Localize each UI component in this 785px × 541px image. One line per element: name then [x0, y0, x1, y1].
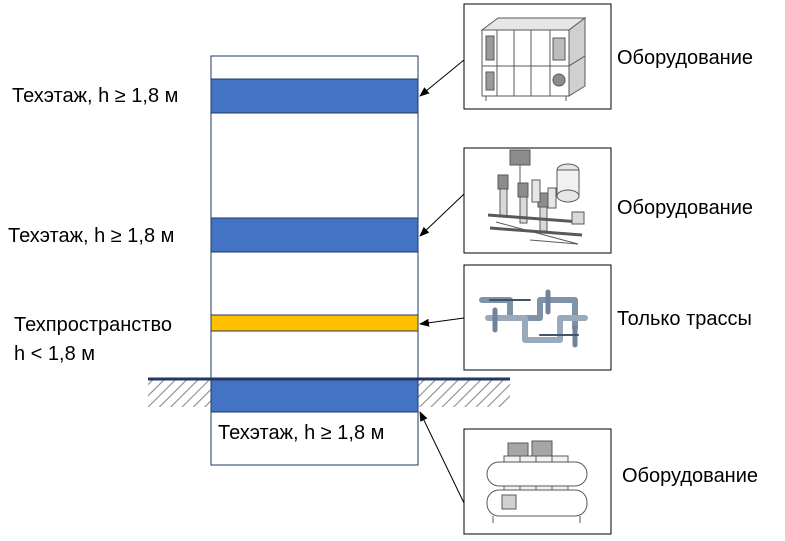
arrow-equipment-basement: [419, 411, 465, 504]
tech-floor-label-1: Техэтаж, h ≥ 1,8 м: [12, 85, 179, 107]
tech-floor-band-basement: [210, 378, 419, 413]
air-handling-unit-icon: [480, 17, 587, 101]
ground-hatch-left: [148, 380, 211, 407]
arrow-equipment-2: [419, 193, 465, 237]
pipe-routes-label: Только трассы: [617, 308, 752, 330]
tech-floor-band-1: [210, 78, 419, 114]
pipe-routes-icon: [479, 289, 588, 348]
equipment-label-basement: Оборудование: [622, 465, 759, 487]
arrow-equipment-1: [419, 59, 465, 97]
tech-floor-label-basement: Техэтаж, h ≥ 1,8 м: [218, 422, 385, 444]
pump-station-icon: [487, 149, 585, 245]
arrow-pipe-routes: [419, 317, 465, 327]
tech-space-band: [210, 314, 419, 332]
chiller-unit-icon: [486, 440, 588, 523]
equipment-label-2: Оборудование: [617, 197, 754, 219]
ground-hatch-right: [418, 380, 510, 407]
equipment-label-1: Оборудование: [617, 47, 754, 69]
tech-floor-band-2: [210, 217, 419, 253]
tech-space-label-line2: h < 1,8 м: [14, 343, 96, 365]
tech-space-label-line1: Техпространство: [14, 314, 172, 336]
tech-floor-label-2: Техэтаж, h ≥ 1,8 м: [8, 225, 175, 247]
